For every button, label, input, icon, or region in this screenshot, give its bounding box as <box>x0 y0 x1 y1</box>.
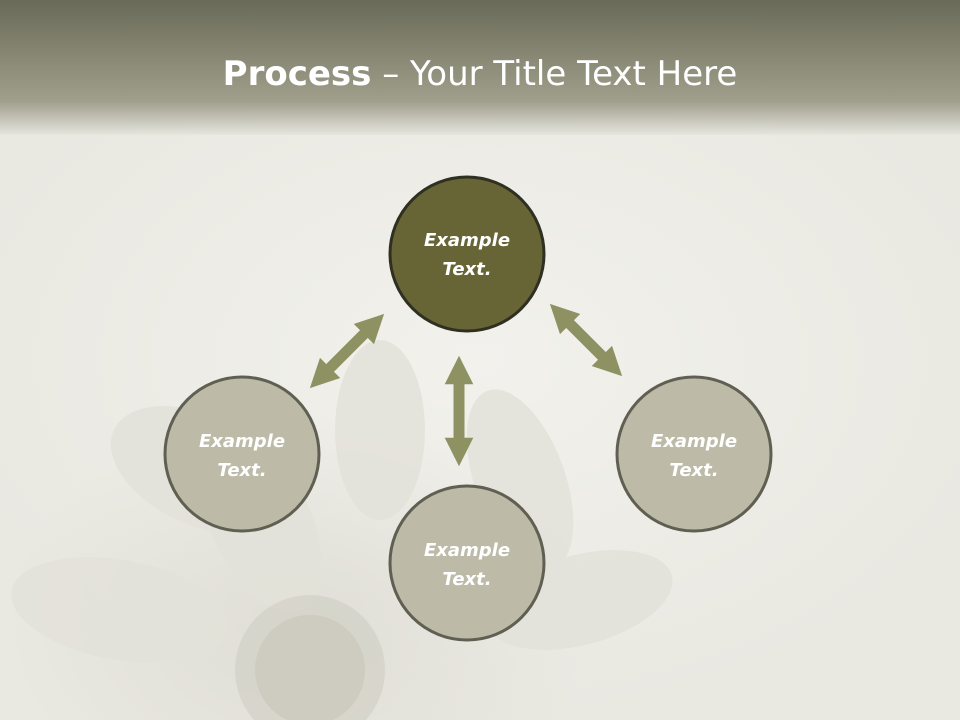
node-right: Example Text. <box>615 375 773 533</box>
arrow-top-left <box>309 313 385 389</box>
node-top-line2: Text. <box>442 259 491 280</box>
node-top-circle <box>388 175 546 333</box>
node-right-line1: Example <box>651 431 737 452</box>
node-bottom: Example Text. <box>388 484 546 642</box>
node-top: Example Text. <box>388 175 546 333</box>
node-left-line1: Example <box>199 431 285 452</box>
node-right-line2: Text. <box>669 460 718 481</box>
node-left-circle <box>163 375 321 533</box>
title-separator: – <box>371 54 411 94</box>
arrow-top-right <box>549 303 623 377</box>
header-band <box>0 0 960 135</box>
slide-title: Process – Your Title Text Here <box>0 48 960 100</box>
title-bold: Process <box>222 54 372 94</box>
node-top-line1: Example <box>424 230 510 251</box>
node-bottom-line1: Example <box>424 540 510 561</box>
node-bottom-line2: Text. <box>442 569 491 590</box>
title-rest: Your Title Text Here <box>410 54 738 94</box>
node-bottom-circle <box>388 484 546 642</box>
node-left: Example Text. <box>163 375 321 533</box>
node-left-line2: Text. <box>217 460 266 481</box>
node-right-circle <box>615 375 773 533</box>
